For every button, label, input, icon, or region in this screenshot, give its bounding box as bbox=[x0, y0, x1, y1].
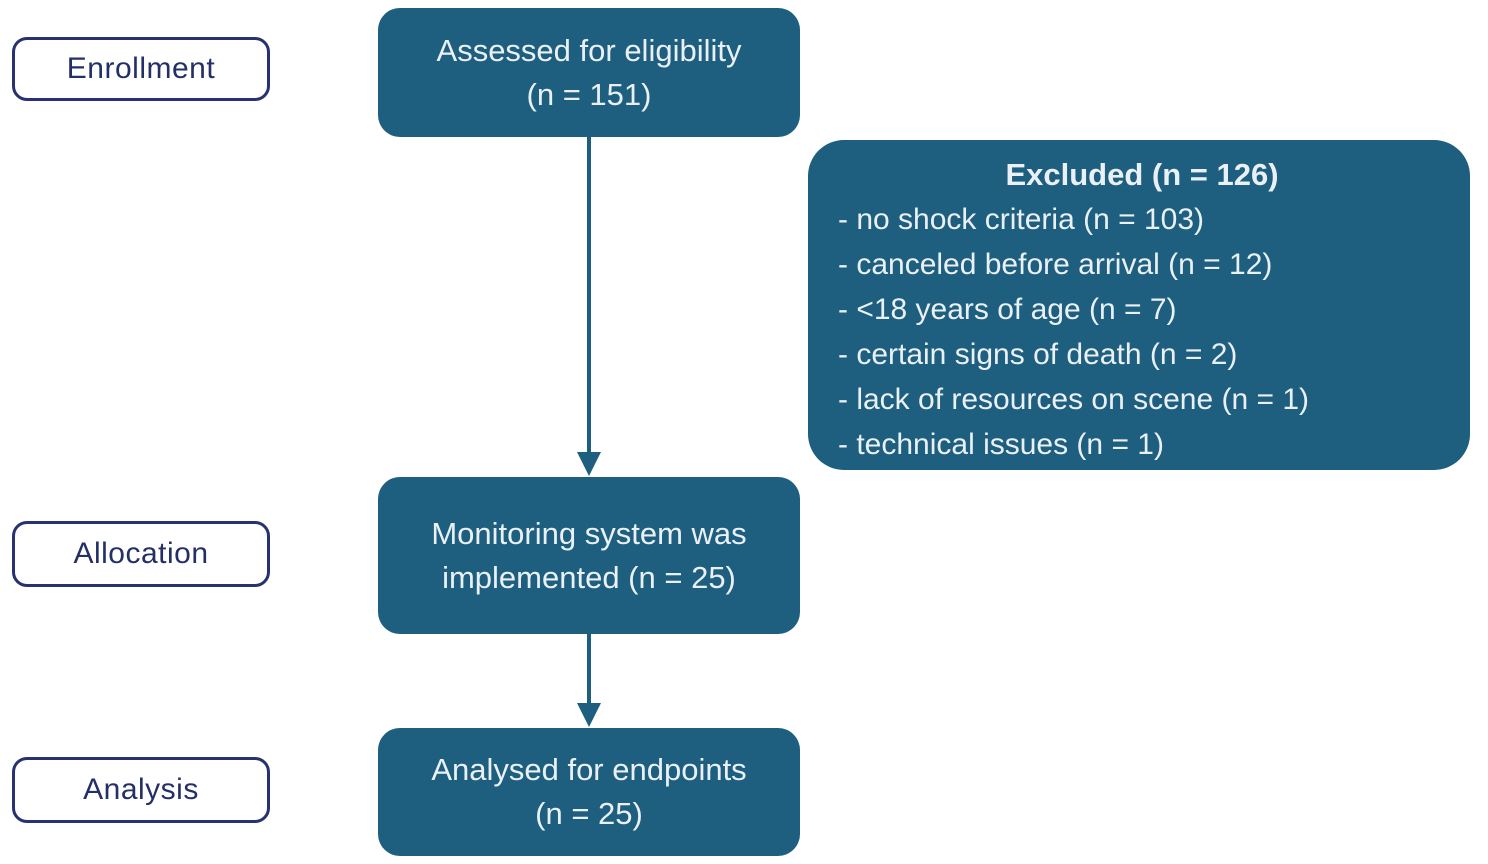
node-assessed-for-eligibility: Assessed for eligibility (n = 151) bbox=[378, 8, 800, 137]
node-assessed-line2: (n = 151) bbox=[526, 76, 652, 112]
node-monitoring-implemented: Monitoring system was implemented (n = 2… bbox=[378, 477, 800, 634]
excluded-item: - no shock criteria (n = 103) bbox=[838, 203, 1204, 236]
phase-label-analysis: Analysis bbox=[12, 757, 270, 823]
excluded-item: - lack of resources on scene (n = 1) bbox=[838, 383, 1310, 416]
node-monitoring-line2: implemented (n = 25) bbox=[442, 559, 736, 595]
arrow-monitoring-to-analysed bbox=[577, 634, 601, 727]
node-analysed-line1: Analysed for endpoints bbox=[431, 752, 747, 787]
excluded-item: - <18 years of age (n = 7) bbox=[838, 293, 1177, 326]
arrow-assessed-to-monitoring bbox=[577, 137, 601, 476]
excluded-item: - technical issues (n = 1) bbox=[838, 428, 1164, 461]
node-analysed-line2: (n = 25) bbox=[535, 796, 643, 831]
excluded-item: - canceled before arrival (n = 12) bbox=[838, 248, 1273, 281]
excluded-title: Excluded (n = 126) bbox=[1005, 157, 1279, 192]
excluded-item: - certain signs of death (n = 2) bbox=[838, 338, 1238, 371]
phase-label-allocation-text: Allocation bbox=[73, 537, 209, 570]
node-monitoring-line1: Monitoring system was bbox=[431, 515, 747, 551]
phase-label-analysis-text: Analysis bbox=[83, 773, 199, 806]
phase-label-enrollment-text: Enrollment bbox=[66, 52, 216, 85]
phase-label-enrollment: Enrollment bbox=[12, 37, 270, 101]
node-excluded: Excluded (n = 126) - no shock criteria (… bbox=[808, 140, 1470, 470]
phase-label-allocation: Allocation bbox=[12, 521, 270, 587]
node-assessed-line1: Assessed for eligibility bbox=[436, 32, 742, 68]
node-analysed-for-endpoints: Analysed for endpoints (n = 25) bbox=[378, 728, 800, 856]
